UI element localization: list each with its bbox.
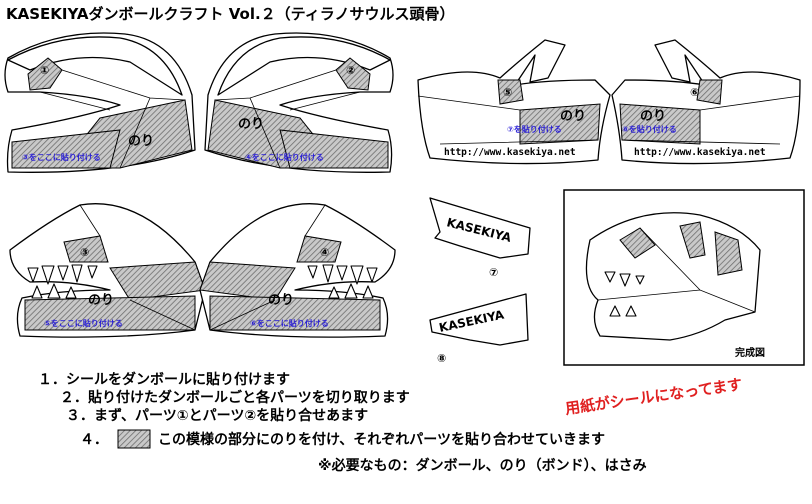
glue-pattern-swatch xyxy=(117,429,151,449)
instruction-4: この模様の部分にのりを付け、それぞれパーツを貼り合わせていきます xyxy=(158,431,605,448)
piece-1: ① のり ③をここに貼り付ける xyxy=(4,32,196,173)
instruction-2: ２．貼り付けたダンボールごと各パーツを切り取ります xyxy=(60,389,410,406)
teeth-upper-3 xyxy=(27,264,98,299)
part-number-8: ⑧ xyxy=(437,352,446,365)
paste-instruction-6: ⑧を貼り付ける xyxy=(622,124,677,134)
preview-caption: 完成図 xyxy=(735,346,765,359)
instruction-3: ３．まず、パーツ①とパーツ②を貼り合せあます xyxy=(66,407,368,424)
glue-label-3: のり xyxy=(88,293,114,308)
glue-label-6: のり xyxy=(640,109,666,124)
part-number-3: ③ xyxy=(80,246,89,259)
teeth-upper-4 xyxy=(307,264,378,299)
instruction-4-number: ４． xyxy=(80,432,108,448)
instruction-1: １．シールをダンボールに貼り付けます xyxy=(38,371,290,388)
piece-5: ⑤ のり ⑦を貼り付ける http://www.kasekiya.net xyxy=(417,39,611,165)
website-url-6: http://www.kasekiya.net xyxy=(634,147,766,158)
piece-3: ③ のり ⑤をここに貼り付ける xyxy=(9,203,206,338)
part-number-6: ⑥ xyxy=(690,86,699,99)
website-url-5: http://www.kasekiya.net xyxy=(444,147,576,158)
paste-instruction-1: ③をここに貼り付ける xyxy=(22,152,101,162)
completed-preview: 完成図 xyxy=(563,189,805,366)
sticker-paper-note: 用紙がシールになってます xyxy=(564,375,743,418)
glue-label-1: のり xyxy=(128,134,154,149)
part-number-1: ① xyxy=(40,64,49,77)
paste-instruction-2: ④をここに貼り付ける xyxy=(245,152,324,162)
piece-2: ② のり ④をここに貼り付ける xyxy=(204,32,394,173)
page-title: KASEKIYAダンボールクラフト Vol.２（ティラノサウルス頭骨） xyxy=(6,5,454,23)
part-number-7: ⑦ xyxy=(489,266,498,279)
glue-label-2: のり xyxy=(238,117,264,132)
piece-7: KASEKIYA ⑦ xyxy=(429,197,531,279)
part-number-4: ④ xyxy=(320,246,329,259)
paste-instruction-4: ⑥をここに貼り付ける xyxy=(250,318,329,328)
paste-instruction-5: ⑦を貼り付ける xyxy=(507,124,562,134)
glue-label-4: のり xyxy=(268,293,294,308)
materials-needed: ※必要なもの：ダンボール、のり（ボンド）、はさみ xyxy=(318,457,647,474)
part-number-2: ② xyxy=(346,64,355,77)
paste-instruction-3: ⑤をここに貼り付ける xyxy=(44,318,123,328)
part-number-5: ⑤ xyxy=(503,86,512,99)
piece-6: ⑥ のり ⑧を貼り付ける http://www.kasekiya.net xyxy=(611,39,801,165)
piece-4: ④ のり ⑥をここに貼り付ける xyxy=(199,203,396,338)
piece-8: KASEKIYA ⑧ xyxy=(429,293,529,365)
glue-label-5: のり xyxy=(560,109,586,124)
instructions: １．シールをダンボールに貼り付けます ２．貼り付けたダンボールごと各パーツを切り… xyxy=(38,371,605,449)
